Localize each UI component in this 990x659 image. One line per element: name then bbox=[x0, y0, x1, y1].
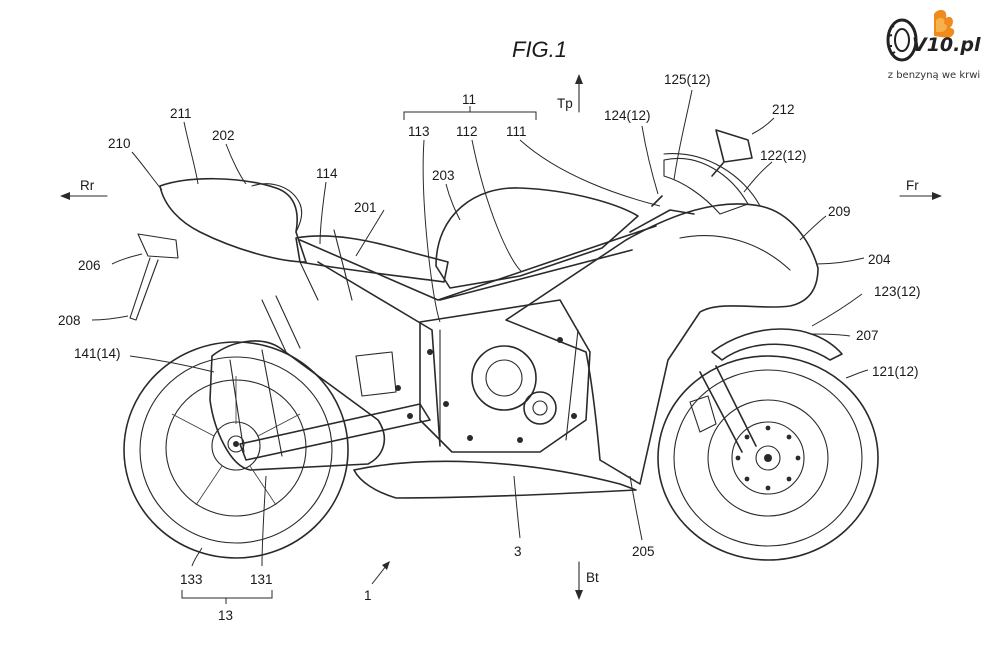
label-125: 125(12) bbox=[664, 72, 711, 87]
frame bbox=[299, 225, 657, 447]
fuel-tank bbox=[435, 187, 639, 289]
seat bbox=[295, 235, 449, 283]
label-13: 13 bbox=[218, 608, 233, 623]
label-210: 210 bbox=[108, 136, 131, 151]
label-131: 131 bbox=[250, 572, 273, 587]
exhaust-muffler bbox=[209, 340, 386, 471]
label-205: 205 bbox=[632, 544, 655, 559]
direction-rear-arrow bbox=[60, 192, 108, 200]
direction-rear-label: Rr bbox=[80, 178, 95, 193]
label-124: 124(12) bbox=[604, 108, 651, 123]
label-209: 209 bbox=[828, 204, 851, 219]
reference-labels: 11 113 112 111 211 202 210 114 203 201 2… bbox=[58, 72, 921, 623]
leader-lines bbox=[91, 89, 869, 604]
label-3: 3 bbox=[514, 544, 522, 559]
tire-flame-icon bbox=[886, 9, 955, 62]
watermark-logo: V10.pl z benzyną we krwi bbox=[882, 6, 982, 86]
figure-title: FIG.1 bbox=[512, 37, 567, 62]
front-fender bbox=[711, 328, 843, 361]
watermark-brand: V10.pl bbox=[912, 34, 981, 56]
label-122: 122(12) bbox=[760, 148, 807, 163]
label-112: 112 bbox=[456, 124, 478, 139]
side-fairing bbox=[505, 203, 819, 485]
direction-bottom-arrow bbox=[575, 561, 583, 600]
lower-cowl bbox=[353, 460, 637, 499]
windscreen bbox=[663, 158, 749, 215]
direction-bottom-label: Bt bbox=[586, 570, 599, 585]
mirror bbox=[711, 129, 753, 177]
label-206: 206 bbox=[78, 258, 101, 273]
label-202: 202 bbox=[212, 128, 235, 143]
label-208: 208 bbox=[58, 313, 81, 328]
label-211: 211 bbox=[170, 106, 192, 121]
direction-front-arrow bbox=[899, 192, 942, 200]
direction-front-label: Fr bbox=[906, 178, 919, 193]
label-204: 204 bbox=[868, 252, 891, 267]
engine bbox=[395, 299, 591, 453]
label-111: 111 bbox=[506, 124, 527, 139]
label-11: 11 bbox=[462, 92, 476, 107]
watermark-tagline: z benzyną we krwi bbox=[887, 70, 981, 81]
label-123: 123(12) bbox=[874, 284, 921, 299]
label-113: 113 bbox=[408, 124, 430, 139]
tail-bracket bbox=[129, 233, 179, 321]
direction-top-label: Tp bbox=[557, 96, 573, 111]
label-133: 133 bbox=[180, 572, 203, 587]
label-141: 141(14) bbox=[74, 346, 121, 361]
rear-wheel bbox=[123, 341, 349, 559]
label-201: 201 bbox=[354, 200, 377, 215]
label-121: 121(12) bbox=[872, 364, 919, 379]
direction-top-arrow bbox=[575, 74, 583, 113]
motorcycle-drawing bbox=[123, 129, 879, 561]
front-wheel bbox=[657, 355, 879, 561]
label-212: 212 bbox=[772, 102, 795, 117]
swingarm bbox=[239, 403, 431, 461]
label-1: 1 bbox=[364, 588, 372, 603]
label-203: 203 bbox=[432, 168, 455, 183]
label-114: 114 bbox=[316, 166, 338, 181]
label-207: 207 bbox=[856, 328, 879, 343]
rear-cowl bbox=[159, 177, 307, 263]
